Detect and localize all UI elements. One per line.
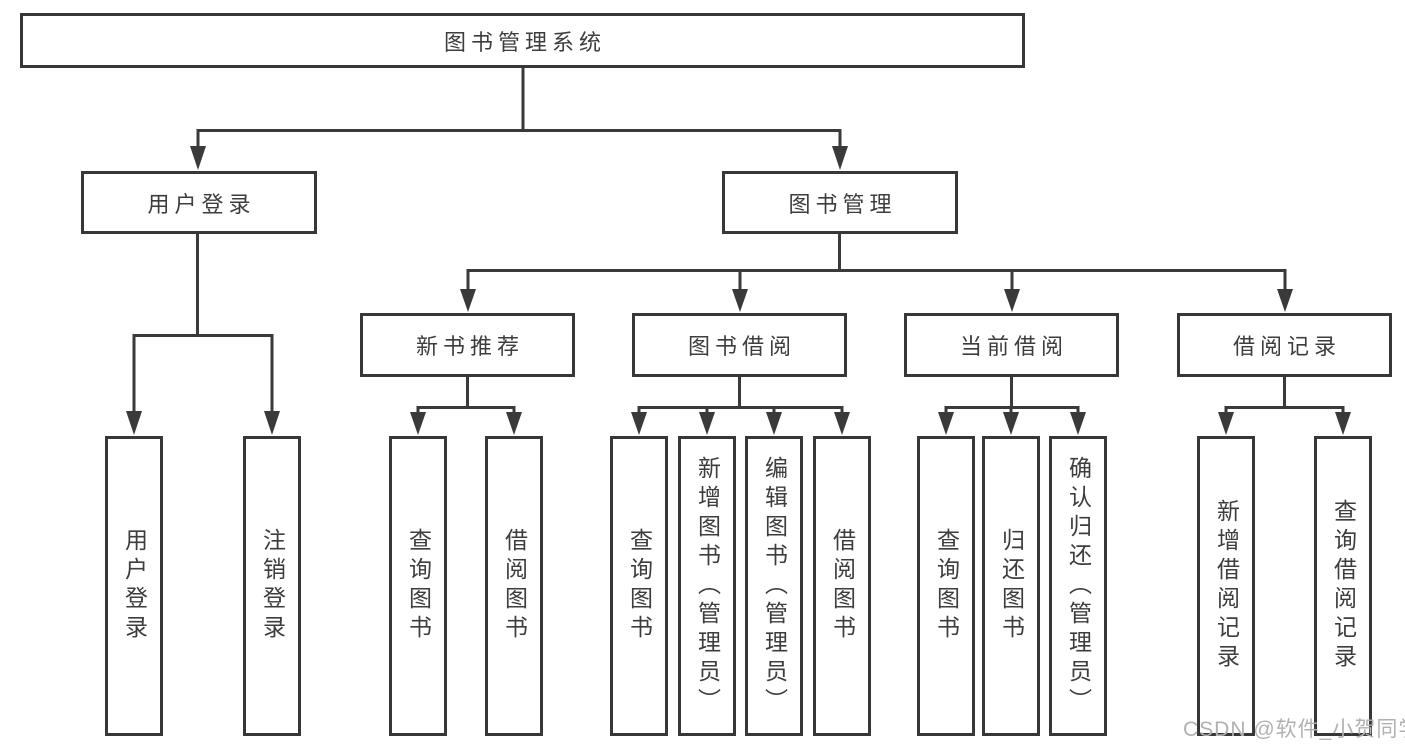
arrow-down-icon — [1335, 412, 1351, 435]
leaf-confirm-return-admin: 确认归还（管理员） — [1049, 436, 1107, 736]
arrow-down-icon — [699, 412, 715, 435]
leaf-borrow-books-recommend: 借阅图书 — [485, 436, 543, 736]
leaf-edit-book-admin: 编辑图书（管理员） — [745, 436, 803, 736]
arrow-down-icon — [1003, 412, 1019, 435]
node-book-borrowing: 图书借阅 — [632, 313, 847, 377]
leaf-logout: 注销登录 — [243, 436, 301, 736]
node-book-management: 图书管理 — [722, 171, 958, 234]
node-new-book-recommendation: 新书推荐 — [360, 313, 575, 377]
watermark: CSDN @软件_小贺同学 — [1183, 718, 1405, 741]
arrow-down-icon — [1004, 289, 1020, 312]
arrow-down-icon — [506, 412, 522, 435]
leaf-return-books: 归还图书 — [982, 436, 1040, 736]
node-current-borrowing: 当前借阅 — [904, 313, 1119, 377]
leaf-query-books-recommend: 查询图书 — [389, 436, 447, 736]
arrow-down-icon — [832, 146, 848, 170]
arrow-down-icon — [631, 412, 647, 435]
arrow-down-icon — [938, 412, 954, 435]
arrow-down-icon — [1218, 412, 1234, 435]
arrow-down-icon — [264, 411, 280, 435]
arrow-down-icon — [126, 411, 142, 435]
arrow-down-icon — [460, 289, 476, 312]
arrow-down-icon — [732, 289, 748, 312]
arrow-down-icon — [190, 146, 206, 170]
leaf-add-book-admin: 新增图书（管理员） — [678, 436, 736, 736]
leaf-query-borrow-record: 查询借阅记录 — [1314, 436, 1372, 736]
arrow-down-icon — [766, 412, 782, 435]
node-borrowing-records: 借阅记录 — [1177, 313, 1392, 377]
leaf-query-books-current: 查询图书 — [917, 436, 975, 736]
arrowheads — [126, 146, 1351, 435]
arrow-down-icon — [1070, 412, 1086, 435]
leaf-user-login: 用户登录 — [105, 436, 163, 736]
arrow-down-icon — [410, 412, 426, 435]
node-library-management-system: 图书管理系统 — [20, 13, 1025, 68]
node-user-login: 用户登录 — [81, 171, 317, 234]
leaf-add-borrow-record: 新增借阅记录 — [1197, 436, 1255, 736]
leaf-query-books-borrowing: 查询图书 — [610, 436, 668, 736]
arrow-down-icon — [834, 412, 850, 435]
arrow-down-icon — [1277, 289, 1293, 312]
leaf-borrow-books-borrowing: 借阅图书 — [813, 436, 871, 736]
